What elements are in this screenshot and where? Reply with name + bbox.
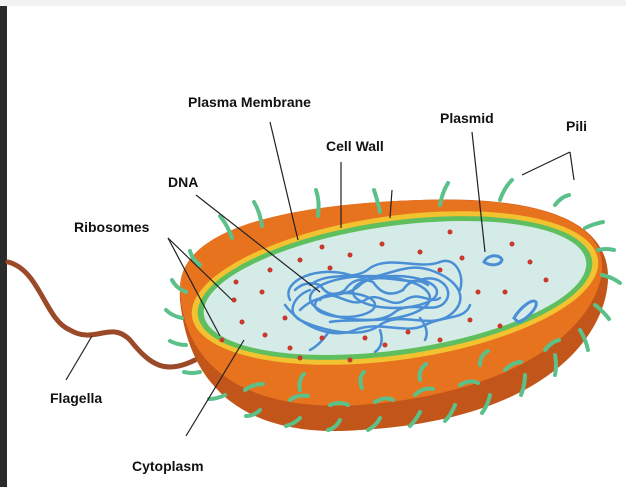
label-plasmid: Plasmid <box>440 110 494 126</box>
leader-plasma-membrane <box>269 121 299 241</box>
label-ribosomes: Ribosomes <box>74 219 150 235</box>
window-left-edge <box>0 0 7 487</box>
pili-group <box>164 178 622 432</box>
ribosomes-group <box>219 229 549 363</box>
plasmid-elongated <box>512 299 538 324</box>
label-dna: DNA <box>168 174 199 190</box>
leader-dna <box>195 194 321 293</box>
plasmid-small <box>482 254 504 267</box>
window-top-edge <box>0 0 626 6</box>
leader-lines <box>65 121 575 437</box>
flagellum <box>5 259 198 370</box>
label-flagella: Flagella <box>50 390 103 406</box>
leader-cytoplasm <box>185 339 245 437</box>
label-cell-wall: Cell Wall <box>326 138 384 154</box>
cytoplasm-area <box>203 220 587 356</box>
leader-pili-b <box>569 151 575 181</box>
dna-tangle <box>283 259 472 354</box>
label-pili: Pili <box>566 118 588 134</box>
label-cytoplasm: Cytoplasm <box>132 458 204 474</box>
label-plasma-membrane: Plasma Membrane <box>188 94 311 110</box>
leader-ribosomes-a <box>167 237 233 301</box>
leader-plasmid <box>471 131 486 253</box>
leader-cell-wall-tick <box>389 189 393 219</box>
leader-pili-a <box>521 151 571 176</box>
leader-flagella <box>65 335 93 381</box>
leader-ribosomes-b <box>167 237 221 337</box>
